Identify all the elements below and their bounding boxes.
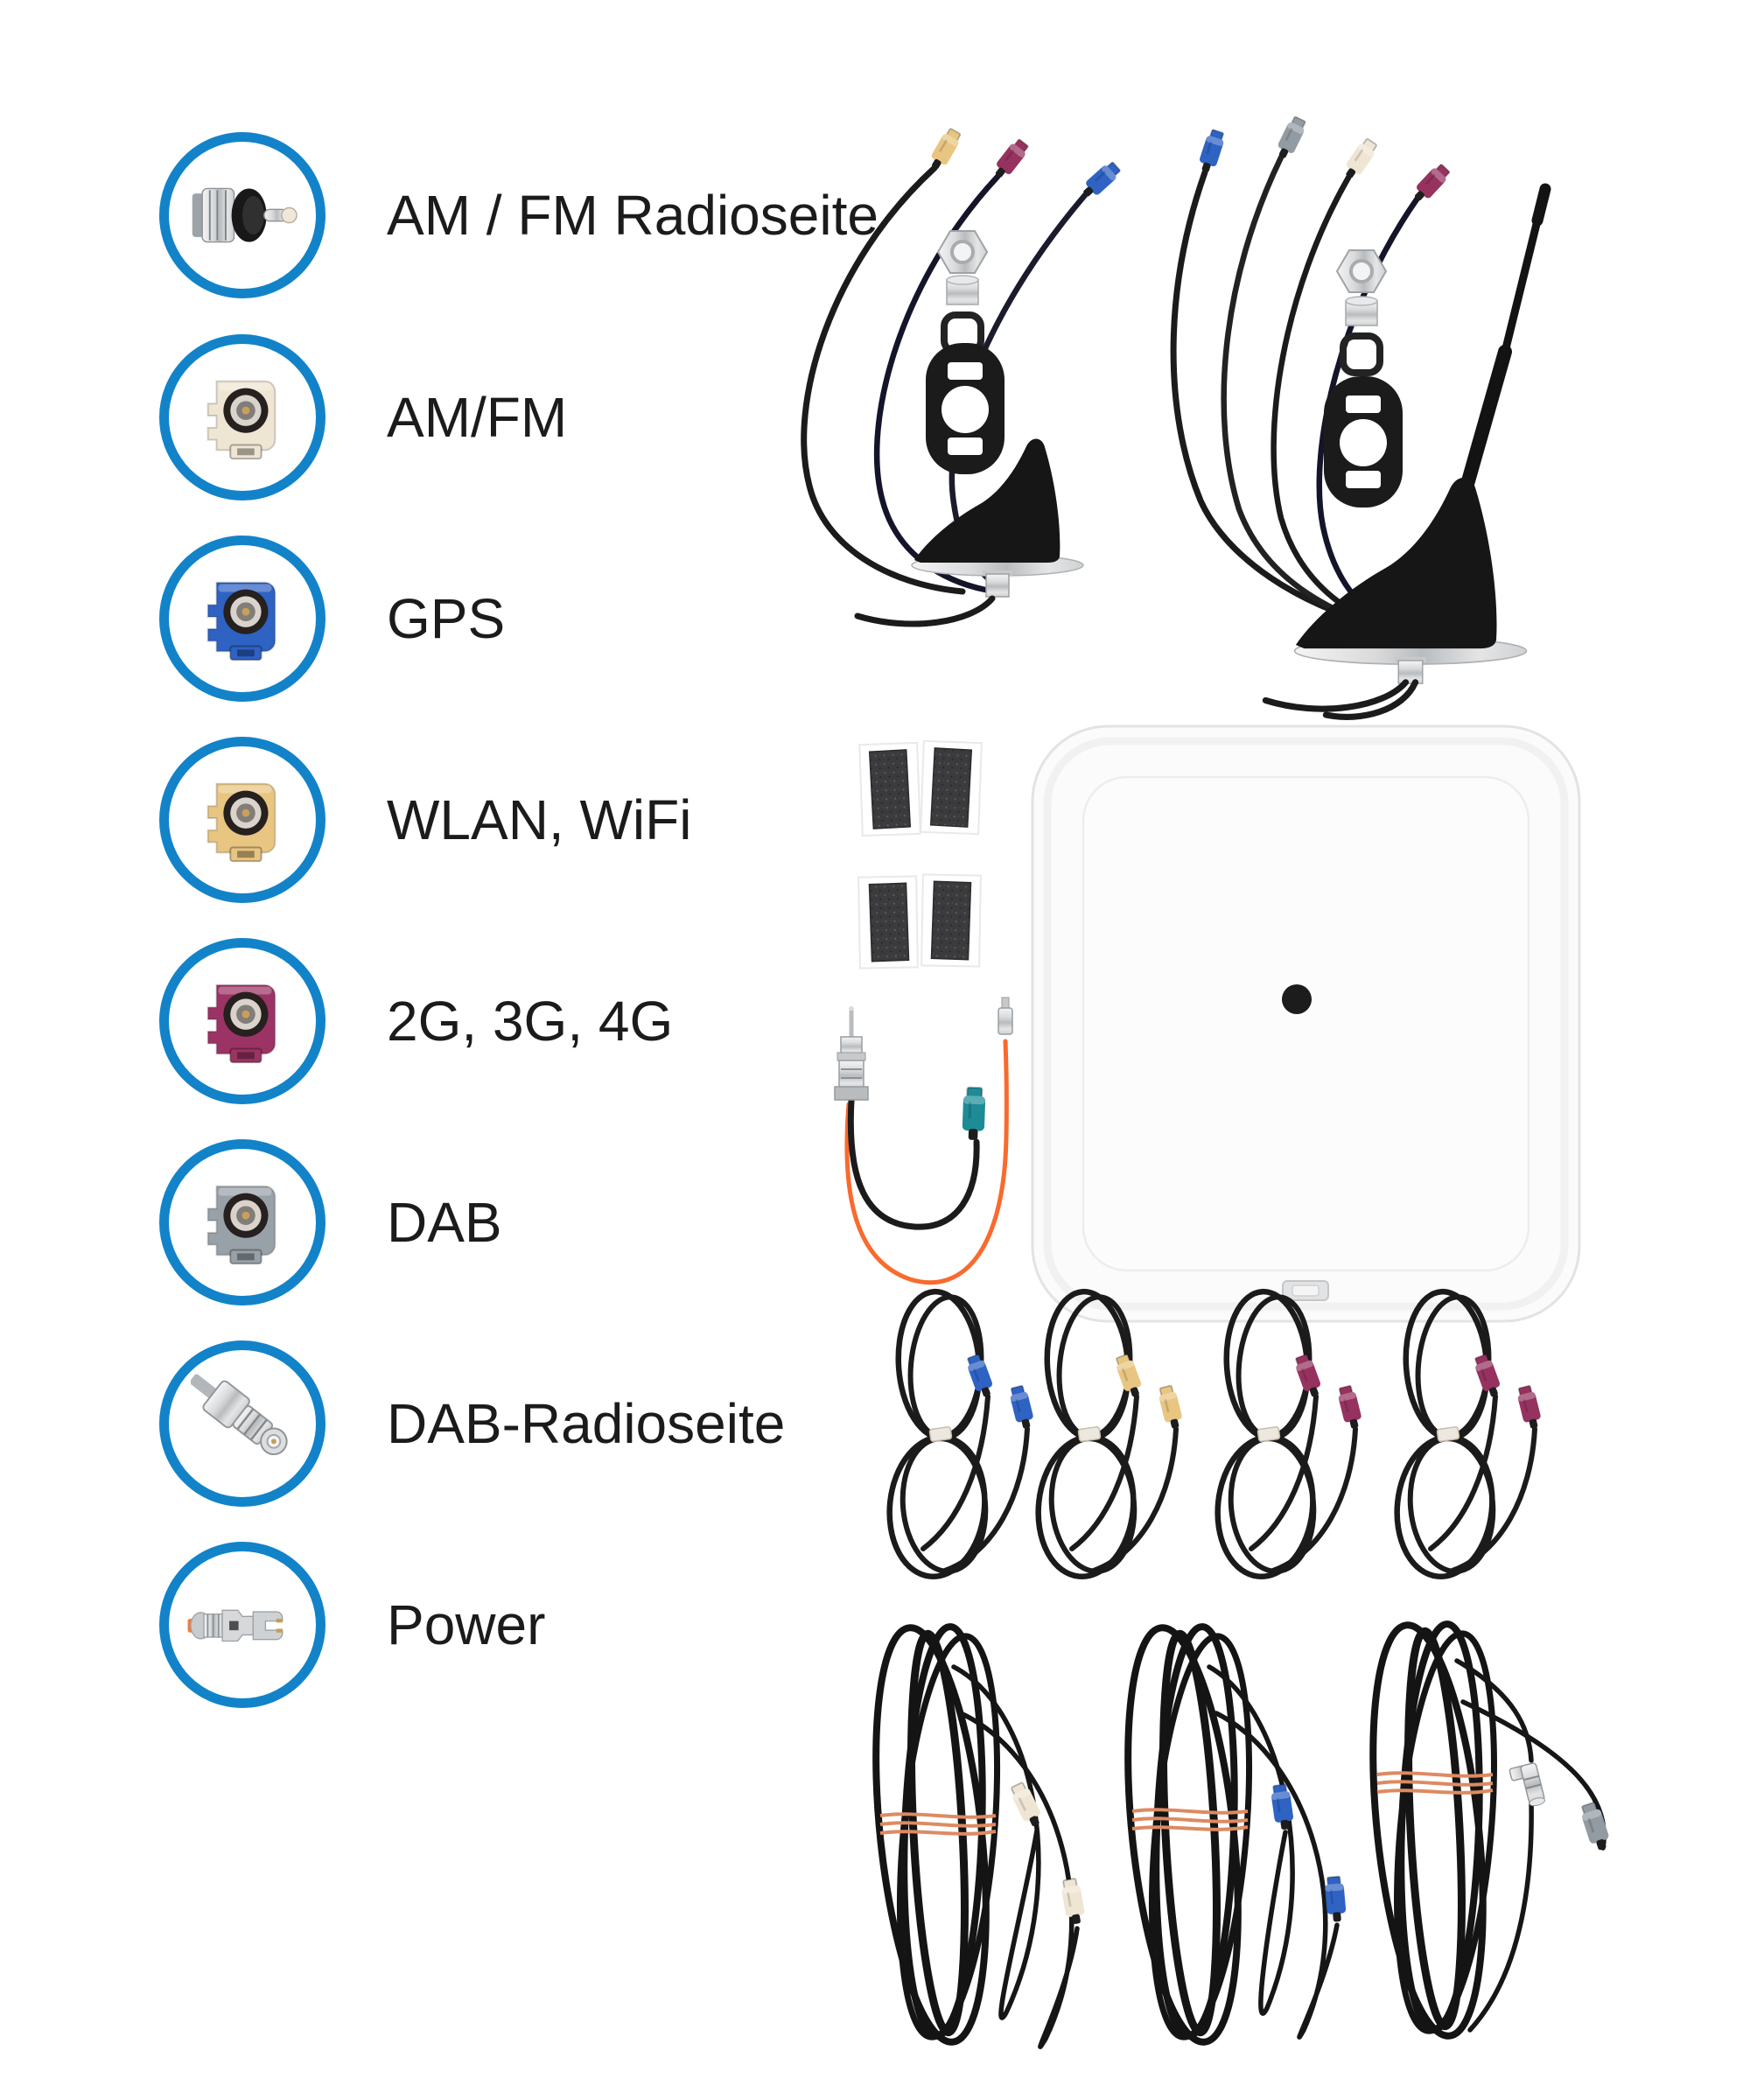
- fakra-cream-connector-icon: [1059, 1877, 1088, 1927]
- copper-tie: [879, 1812, 997, 1836]
- legend-circle: [159, 1139, 326, 1306]
- smb-angle-connector-icon: [191, 1374, 288, 1456]
- fakra-cream-connector-icon: [1340, 136, 1381, 183]
- din-plug-icon: [834, 1006, 869, 1101]
- fakra-connector-icon: [206, 380, 276, 460]
- foam-pads: [858, 739, 983, 970]
- copper-tie: [1376, 1771, 1494, 1795]
- fakra-connector-icon: [206, 984, 276, 1064]
- legend-label: DAB-Radioseite: [387, 1391, 786, 1455]
- din-plug-icon: [192, 187, 298, 243]
- legend-circle: [159, 132, 326, 298]
- fakra-bordeaux-connector-icon: [1409, 161, 1453, 206]
- legend-label: GPS: [387, 586, 506, 650]
- fakra-blue-connector-icon: [1007, 1383, 1037, 1432]
- legend-item-2g-3g-4g: 2G, 3G, 4G: [159, 938, 673, 1104]
- fakra-cable-loops: [886, 1288, 1544, 1580]
- cable-tie: [1256, 1426, 1281, 1442]
- fakra-connector-icon: [206, 1185, 276, 1265]
- mounting-spacer: [946, 275, 979, 305]
- legend-item-am-fm: AM/FM: [159, 334, 567, 500]
- copper-tie: [1131, 1808, 1249, 1831]
- legend-circle: [159, 536, 326, 702]
- cable-loop-bordeaux: [1214, 1288, 1365, 1580]
- panel-latch: [1282, 1280, 1329, 1301]
- legend-item-power: Power: [159, 1542, 545, 1708]
- antenna-rod-tip: [1531, 183, 1551, 227]
- rubber-gasket: [1324, 376, 1403, 508]
- legend-label: DAB: [387, 1190, 502, 1254]
- rubber-gasket: [926, 343, 1004, 474]
- cable-tie: [1077, 1426, 1102, 1442]
- adapter-cable: [847, 1097, 980, 1230]
- legend-label: 2G, 3G, 4G: [387, 989, 674, 1053]
- connector-legend: AM / FM Radioseite AM/FM: [159, 132, 878, 1708]
- legend-label: AM / FM Radioseite: [387, 183, 878, 247]
- foam-pad: [930, 880, 972, 961]
- fakra-bordeaux-connector-icon: [1335, 1383, 1365, 1432]
- legend-circle: [159, 737, 326, 903]
- legend-circle: [159, 1542, 326, 1708]
- foam-pad: [868, 749, 912, 830]
- fakra-bordeaux-connector-icon: [990, 136, 1032, 183]
- flat-panel-antenna: [1031, 724, 1581, 1323]
- legend-label: AM/FM: [387, 385, 568, 449]
- power-terminal-small: [998, 997, 1013, 1035]
- fakra-grey-connector-icon: [1578, 1800, 1614, 1853]
- legend-item-wlan-wifi: WLAN, WiFi: [159, 737, 691, 903]
- legend-item-dab-radioseite: DAB-Radioseite: [159, 1340, 785, 1507]
- legend-label: WLAN, WiFi: [387, 788, 692, 851]
- cable-tie: [928, 1426, 953, 1442]
- fakra-connector-icon: [206, 581, 276, 662]
- fakra-grey-connector-icon: [1272, 114, 1310, 162]
- mounting-nut: [936, 229, 989, 275]
- shark-fin-antenna: [854, 438, 1084, 627]
- legend-circle: [159, 938, 326, 1104]
- fakra-connector-icon: [206, 782, 276, 863]
- fakra-bordeaux-connector-icon: [1515, 1383, 1544, 1432]
- cable-coil-cream: [872, 1623, 1088, 2049]
- panel-center-dot: [1282, 984, 1312, 1014]
- mounting-spacer: [1345, 296, 1378, 326]
- legend-item-dab: DAB: [159, 1139, 502, 1306]
- roof-antenna-right-group: [1170, 114, 1551, 720]
- cable-loop-blue: [886, 1288, 1037, 1580]
- cable-tie: [1436, 1426, 1460, 1442]
- fakra-blue-connector-icon: [1078, 158, 1124, 202]
- legend-label: Power: [387, 1592, 546, 1656]
- cable-coil-grey: [1369, 1620, 1614, 2040]
- roof-antenna-left-group: [801, 126, 1124, 627]
- fakra-beige-connector-icon: [1156, 1383, 1186, 1432]
- shark-fin-antenna-rod-base: [1262, 477, 1528, 720]
- fakra-beige-connector-icon: [926, 126, 964, 173]
- foam-pad: [868, 882, 910, 962]
- mounting-nut: [1335, 248, 1388, 294]
- legend-circle: [159, 334, 326, 500]
- cable-coil-blue: [1124, 1623, 1348, 2046]
- cable-loop-bordeaux-2: [1394, 1288, 1544, 1580]
- fakra-teal-connector-icon: [961, 1086, 987, 1142]
- power-terminal-icon: [187, 1609, 284, 1642]
- orange-wire: [844, 1039, 1009, 1285]
- fakra-blue-connector-icon: [1195, 127, 1228, 176]
- legend-circle: [159, 1340, 326, 1507]
- seal-ring: [1343, 336, 1380, 373]
- legend-item-am-fm-radioseite: AM / FM Radioseite: [159, 132, 878, 298]
- antenna-rod-upper: [1501, 216, 1542, 356]
- foam-pad: [929, 747, 973, 828]
- long-cable-coils: [872, 1620, 1614, 2049]
- legend-item-gps: GPS: [159, 536, 505, 702]
- smb-angle-connector-icon: [1508, 1762, 1546, 1807]
- din-adapter-cable: [834, 997, 1013, 1285]
- cable-loop-beige: [1035, 1288, 1186, 1580]
